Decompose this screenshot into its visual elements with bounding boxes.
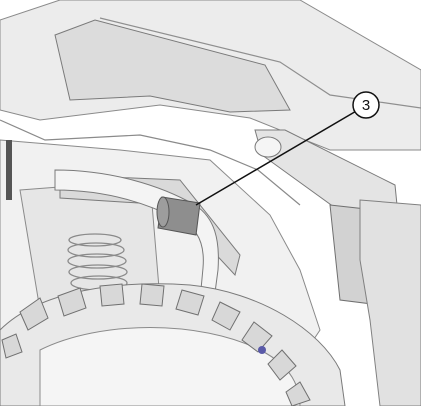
callout-circle xyxy=(352,91,380,119)
mount-knob xyxy=(254,136,282,158)
frame-rail xyxy=(59,174,241,277)
callout-number: 3 xyxy=(362,97,370,114)
tire-tread xyxy=(1,283,311,406)
left-dark-edge xyxy=(6,140,12,200)
hose-fitting-end xyxy=(156,196,170,228)
fender-lower-edge xyxy=(0,119,301,206)
hub-marker xyxy=(258,346,266,354)
callout-leader-line xyxy=(195,109,359,206)
fender-top-ridge xyxy=(54,19,291,113)
bumper-side-panel xyxy=(359,199,421,406)
